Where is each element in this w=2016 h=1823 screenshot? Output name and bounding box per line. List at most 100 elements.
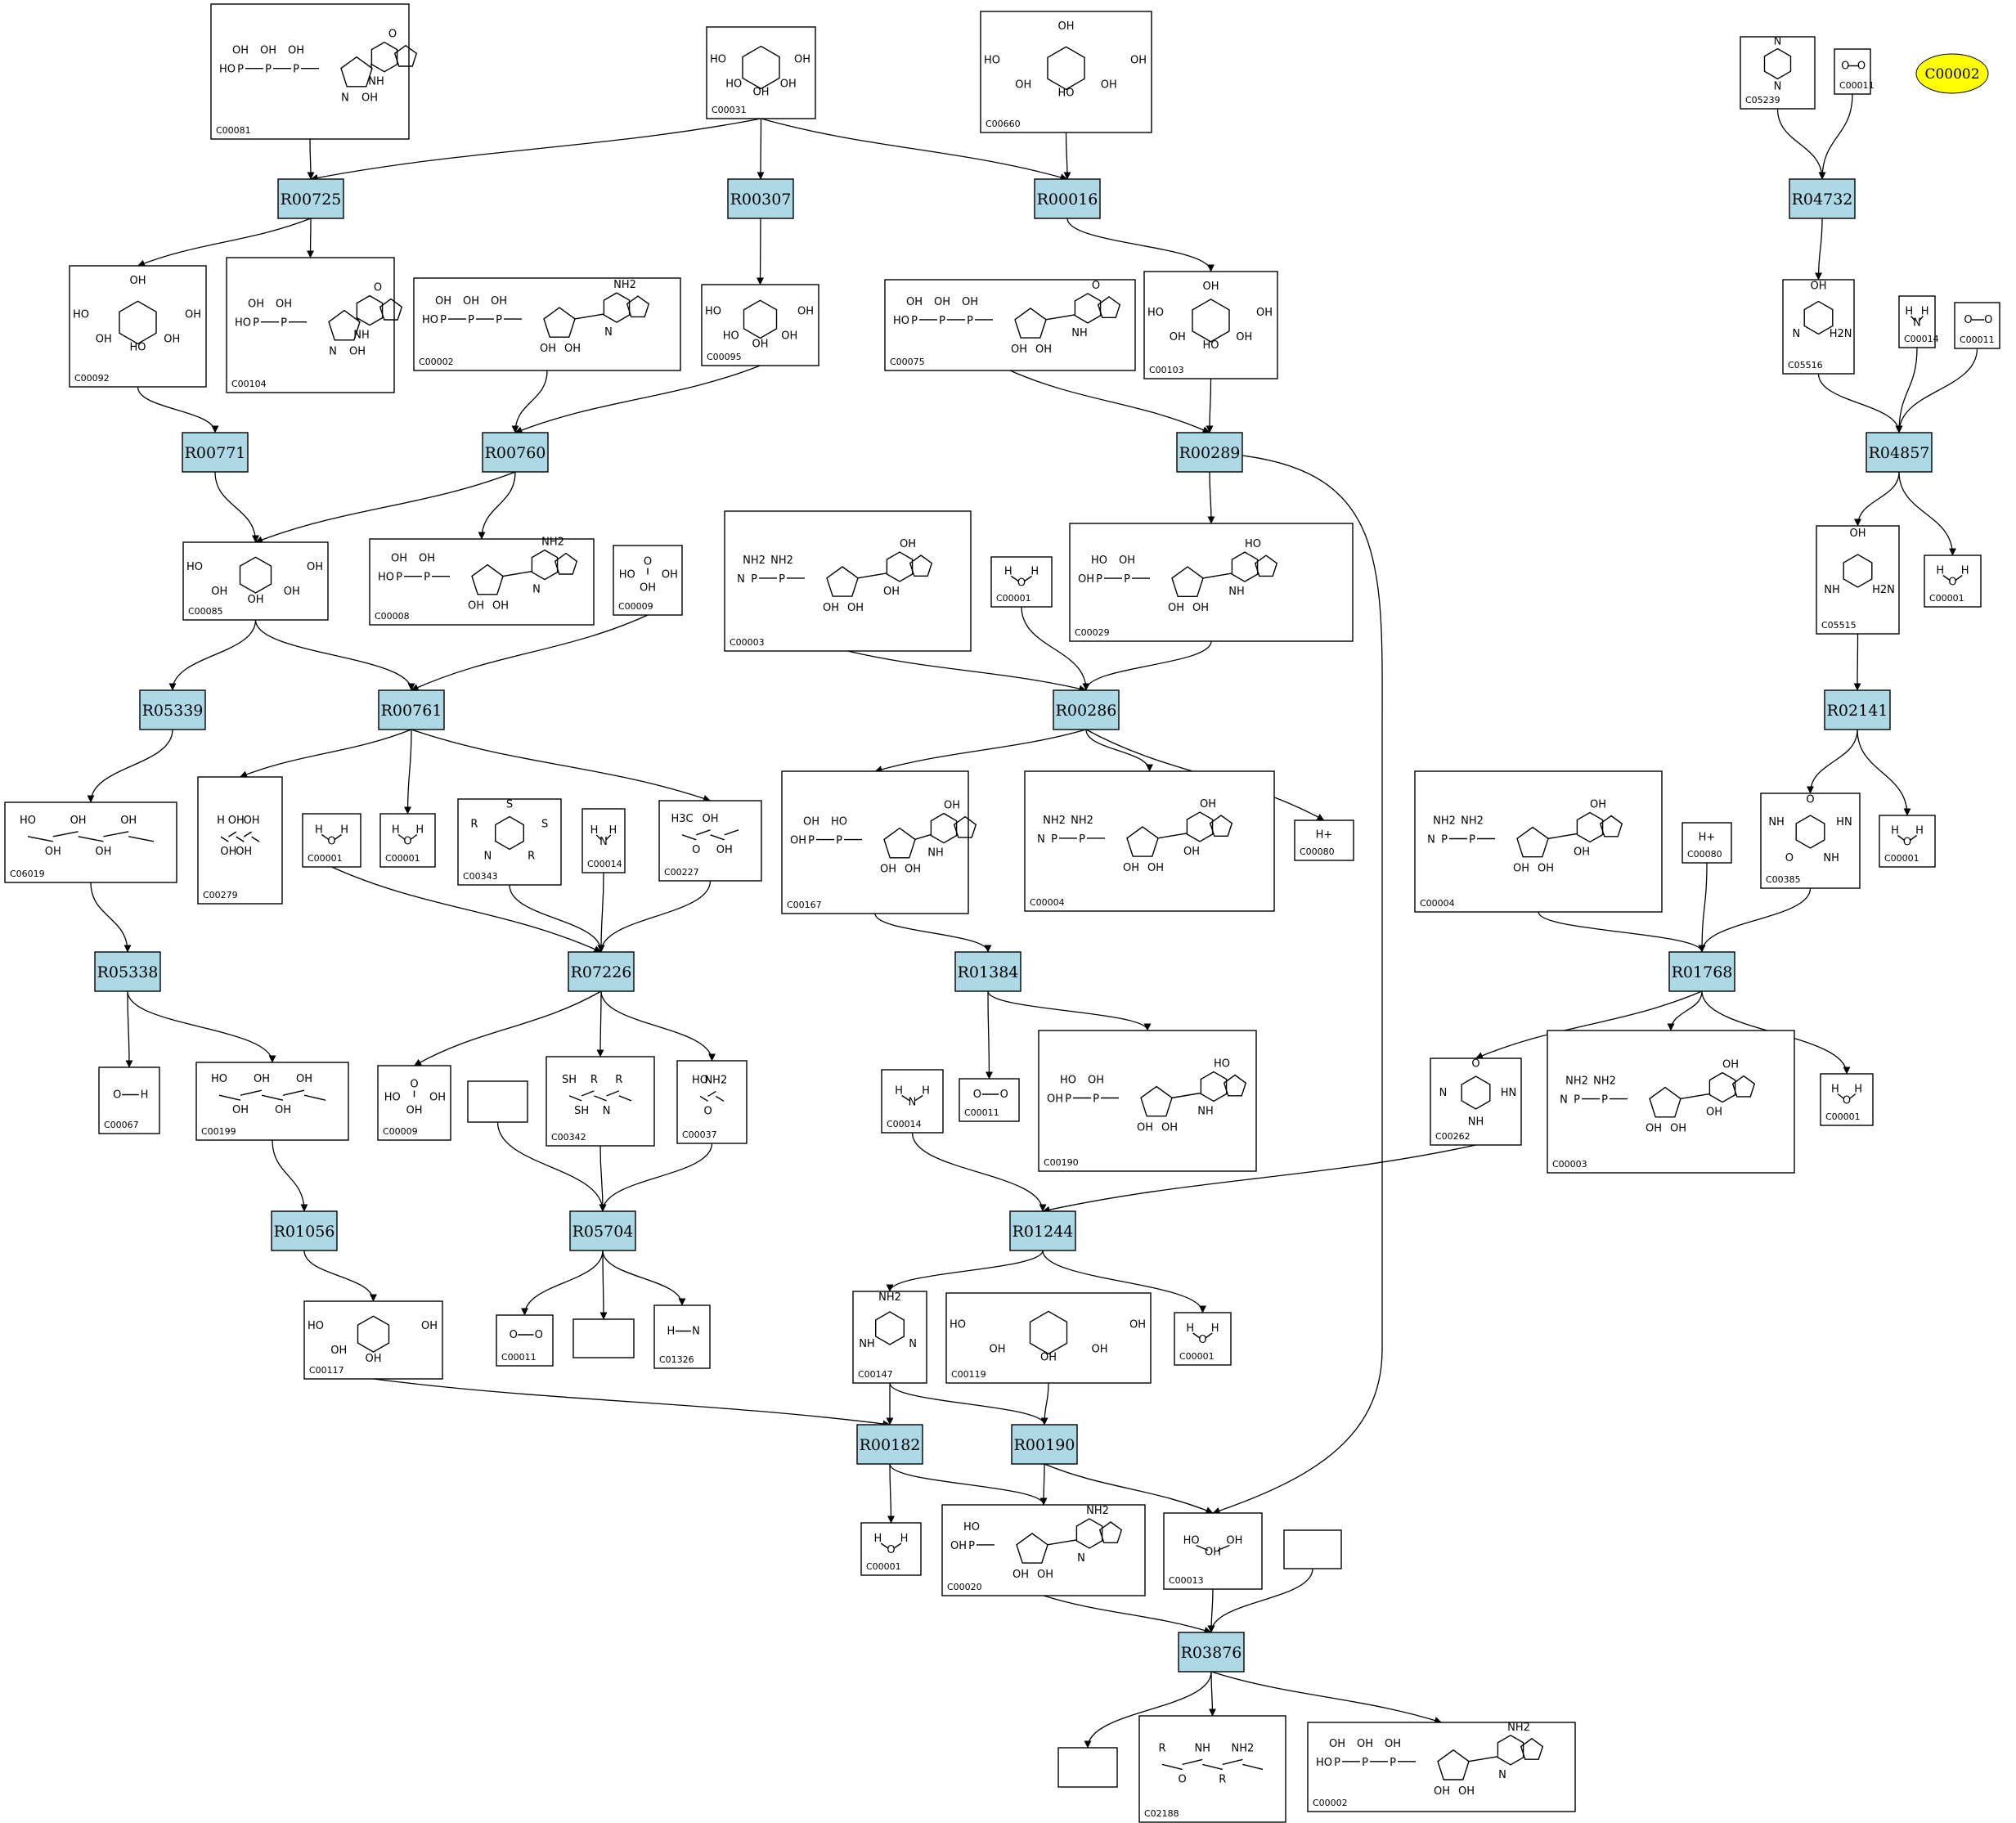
compound-box[interactable] (860, 1522, 922, 1576)
reaction-node[interactable]: R05704 (569, 1210, 636, 1251)
reaction-node[interactable]: R01244 (1009, 1210, 1076, 1251)
reaction-node[interactable]: R01056 (271, 1210, 338, 1251)
compound-box[interactable] (182, 541, 329, 621)
reaction-box[interactable] (1053, 689, 1120, 730)
compound-box[interactable] (1430, 1057, 1522, 1146)
compound-box[interactable] (369, 538, 595, 626)
reaction-node[interactable]: R00771 (182, 432, 249, 473)
compound-box[interactable] (1283, 1529, 1342, 1569)
compound-box[interactable] (980, 11, 1152, 133)
reaction-box[interactable] (378, 689, 445, 730)
compound-box[interactable] (653, 1304, 711, 1369)
compound-box[interactable] (1924, 555, 1982, 608)
compound-box[interactable] (4, 801, 177, 883)
compound-box[interactable] (852, 1291, 927, 1384)
compound-box[interactable] (546, 1056, 655, 1147)
compound-box[interactable] (658, 800, 762, 882)
compound-box[interactable] (1163, 1512, 1263, 1590)
reaction-box[interactable] (1176, 432, 1243, 473)
compound-node[interactable]: H+C00080 (1681, 822, 1732, 864)
reaction-box[interactable] (856, 1424, 923, 1465)
reaction-node[interactable]: R00307 (727, 178, 794, 219)
compound-box[interactable] (1024, 770, 1275, 912)
reaction-node[interactable]: R01768 (1668, 951, 1735, 992)
reaction-box[interactable] (271, 1210, 338, 1251)
compound-box[interactable] (1782, 279, 1855, 375)
compound-box[interactable] (1954, 302, 2000, 349)
compound-box[interactable] (1069, 523, 1354, 642)
compound-box[interactable] (1834, 48, 1871, 95)
reaction-node[interactable]: R03876 (1178, 1632, 1245, 1673)
reaction-node[interactable]: R00190 (1011, 1424, 1078, 1465)
compound-box[interactable] (1820, 1073, 1874, 1126)
compound-box[interactable] (1307, 1722, 1576, 1812)
compound-box[interactable] (98, 1066, 160, 1134)
reaction-node[interactable]: R00182 (856, 1424, 923, 1465)
compound-box[interactable] (302, 813, 361, 868)
reaction-box[interactable] (1824, 689, 1891, 730)
compound-box[interactable] (572, 1318, 635, 1358)
reaction-box[interactable] (182, 432, 249, 473)
compound-box[interactable] (959, 1078, 1020, 1122)
compound-box[interactable] (1038, 1030, 1257, 1172)
reaction-box[interactable] (1034, 178, 1101, 219)
compound-box[interactable] (1138, 1715, 1286, 1823)
reaction-box[interactable] (1668, 951, 1735, 992)
reaction-node[interactable]: R01384 (954, 951, 1021, 992)
reaction-node[interactable]: R05339 (139, 689, 206, 730)
compound-box[interactable] (945, 1292, 1152, 1384)
compound-box[interactable] (1879, 815, 1936, 868)
compound-node[interactable] (467, 1080, 528, 1123)
compound-box[interactable] (210, 3, 410, 140)
compound-box[interactable] (467, 1080, 528, 1123)
compound-box[interactable] (941, 1504, 1146, 1596)
reaction-node[interactable]: R05338 (94, 951, 161, 992)
reaction-box[interactable] (94, 951, 161, 992)
reaction-box[interactable] (482, 432, 549, 473)
compound-box[interactable] (1143, 271, 1278, 379)
compound-box[interactable] (195, 1062, 349, 1141)
compound-box[interactable] (781, 770, 969, 914)
compound-box[interactable] (1547, 1030, 1795, 1174)
reaction-node[interactable]: R04732 (1789, 178, 1856, 219)
compound-box[interactable] (197, 776, 283, 905)
reaction-box[interactable] (568, 951, 635, 992)
compound-box[interactable] (884, 279, 1136, 371)
reaction-node[interactable]: R00286 (1053, 689, 1120, 730)
compound-box[interactable] (457, 798, 562, 886)
reaction-node[interactable]: R00760 (482, 432, 549, 473)
reaction-node[interactable]: R07226 (568, 951, 635, 992)
compound-node[interactable] (1057, 1747, 1118, 1788)
compound-box[interactable] (613, 545, 683, 616)
reaction-box[interactable] (1789, 178, 1856, 219)
